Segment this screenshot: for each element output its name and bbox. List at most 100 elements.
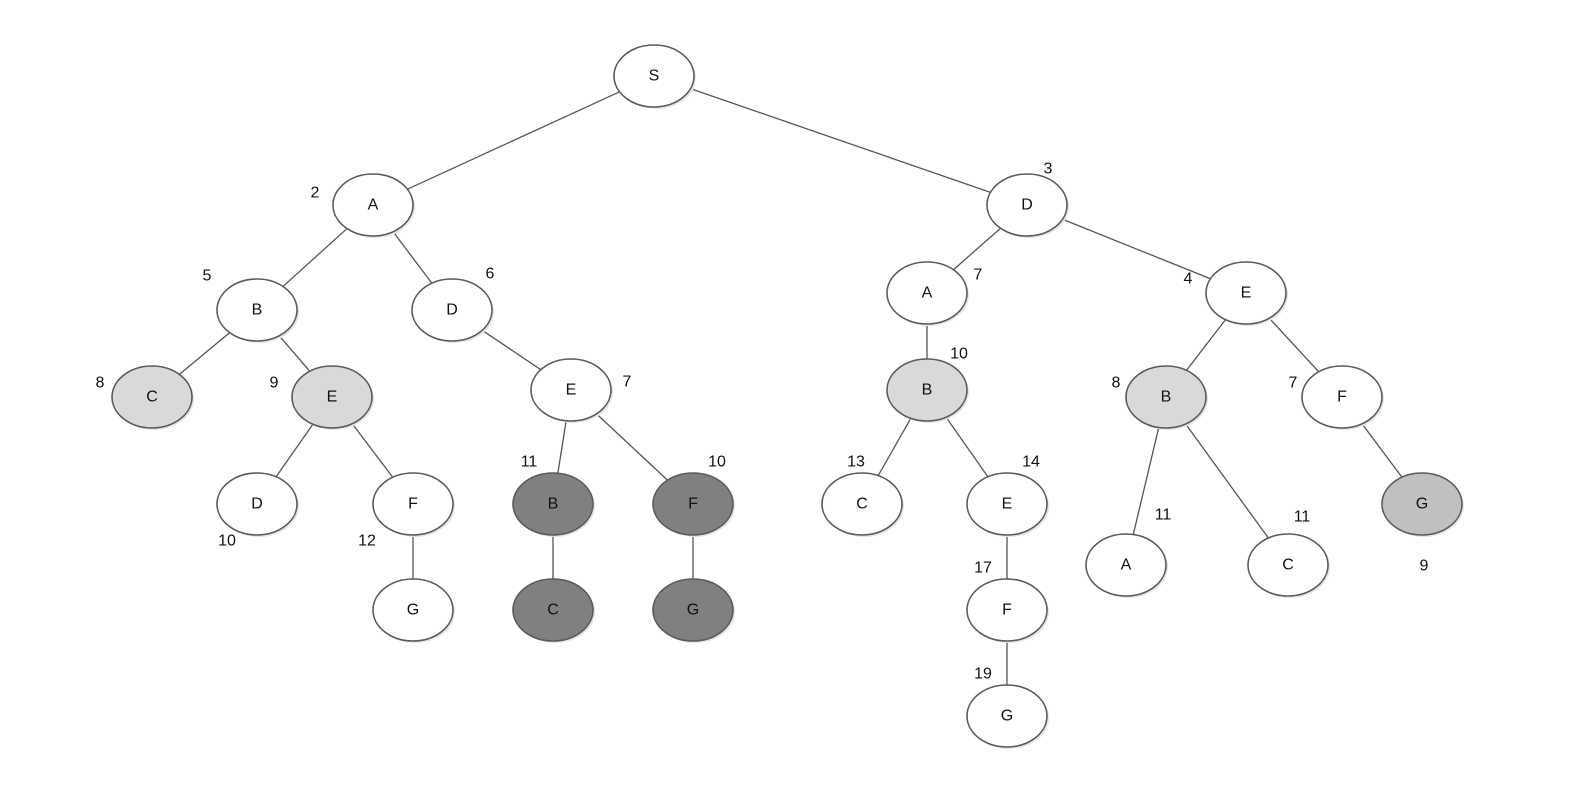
node-ellipse xyxy=(986,173,1068,237)
tree-edge-e3-f4 xyxy=(1268,317,1320,373)
tree-edge-e1-d3 xyxy=(275,423,314,478)
tree-edge-e3-b4 xyxy=(1185,319,1227,371)
tree-edge-a1-d2 xyxy=(392,231,433,284)
tree-edge-b1-c1 xyxy=(178,332,231,375)
node-label: B xyxy=(1161,389,1172,406)
tree-node-c: C xyxy=(1247,533,1330,598)
node-label: E xyxy=(1002,496,1013,513)
cost-label: 12 xyxy=(358,533,376,550)
node-label: D xyxy=(251,496,263,513)
tree-nodes: S A D B D C E E D F G B F C G A E B C E F G B F A C G xyxy=(111,44,1464,749)
cost-label: 11 xyxy=(1294,509,1311,526)
node-label: F xyxy=(408,496,418,513)
node-ellipse xyxy=(886,358,968,422)
cost-label: 9 xyxy=(1420,558,1429,575)
node-label: G xyxy=(407,602,419,619)
tree-node-c: C xyxy=(111,365,194,430)
cost-label: 5 xyxy=(203,268,212,285)
node-label: G xyxy=(687,602,699,619)
cost-label: 2 xyxy=(311,185,320,202)
tree-node-b: B xyxy=(1125,365,1208,430)
node-label: F xyxy=(1002,602,1012,619)
node-ellipse xyxy=(1125,365,1207,429)
node-label: D xyxy=(1021,197,1033,214)
node-ellipse xyxy=(512,578,594,642)
node-label: B xyxy=(252,302,263,319)
tree-edge-e1-f1 xyxy=(351,423,394,478)
tree-node-s: S xyxy=(613,44,696,109)
cost-label: 8 xyxy=(96,375,105,392)
node-label: F xyxy=(688,496,698,513)
tree-edge-e2-b2 xyxy=(557,420,567,474)
tree-edge-d2-e2 xyxy=(481,329,542,371)
tree-edge-s-a1 xyxy=(407,91,620,190)
tree-edge-b3-e4 xyxy=(945,416,989,478)
node-label: C xyxy=(146,389,158,406)
node-label: B xyxy=(548,496,559,513)
node-ellipse xyxy=(291,365,373,429)
tree-node-g: G xyxy=(1381,472,1464,537)
cost-label: 3 xyxy=(1044,161,1053,178)
node-ellipse xyxy=(886,261,968,325)
tree-edge-e2-f2 xyxy=(596,413,668,481)
node-ellipse xyxy=(216,472,298,536)
cost-label: 9 xyxy=(270,375,279,392)
node-ellipse xyxy=(111,365,193,429)
node-ellipse xyxy=(652,578,734,642)
cost-label: 8 xyxy=(1112,375,1121,392)
node-ellipse xyxy=(1205,261,1287,325)
node-ellipse xyxy=(1381,472,1463,536)
node-label: A xyxy=(1121,557,1132,574)
node-label: C xyxy=(1282,557,1294,574)
tree-node-d: D xyxy=(216,472,299,537)
tree-edge-b4-a3 xyxy=(1132,427,1160,535)
tree-edges xyxy=(178,88,1403,685)
node-ellipse xyxy=(652,472,734,536)
tree-node-f: F xyxy=(966,578,1049,643)
node-label: A xyxy=(922,285,933,302)
node-label: B xyxy=(922,382,933,399)
node-label: C xyxy=(856,496,868,513)
cost-label: 10 xyxy=(708,454,726,471)
tree-node-c: C xyxy=(512,578,595,643)
cost-label: 13 xyxy=(847,454,865,471)
tree-node-g: G xyxy=(652,578,735,643)
tree-node-e: E xyxy=(1205,261,1288,326)
node-label: F xyxy=(1337,389,1347,406)
tree-node-f: F xyxy=(372,472,455,537)
node-ellipse xyxy=(1085,533,1167,597)
node-label: G xyxy=(1001,708,1013,725)
node-ellipse xyxy=(613,44,695,108)
tree-node-e: E xyxy=(291,365,374,430)
node-ellipse xyxy=(332,173,414,237)
tree-node-e: E xyxy=(966,472,1049,537)
node-label: S xyxy=(649,68,660,85)
node-label: E xyxy=(566,382,577,399)
tree-edge-b3-c3 xyxy=(877,418,912,476)
node-ellipse xyxy=(372,472,454,536)
node-ellipse xyxy=(530,358,612,422)
cost-label: 11 xyxy=(521,454,538,471)
tree-node-e: E xyxy=(530,358,613,423)
cost-label: 10 xyxy=(218,533,236,550)
cost-label: 19 xyxy=(974,666,992,683)
node-label: C xyxy=(547,602,559,619)
tree-node-f: F xyxy=(652,472,735,537)
node-ellipse xyxy=(966,578,1048,642)
cost-label: 7 xyxy=(1289,375,1298,392)
node-ellipse xyxy=(1247,533,1329,597)
node-ellipse xyxy=(966,684,1048,748)
tree-node-a: A xyxy=(332,173,415,238)
tree-node-b: B xyxy=(886,358,969,423)
node-label: E xyxy=(327,389,338,406)
node-ellipse xyxy=(372,578,454,642)
cost-label: 6 xyxy=(486,266,495,283)
node-label: D xyxy=(446,302,458,319)
tree-node-d: D xyxy=(411,278,494,343)
node-label: E xyxy=(1241,285,1252,302)
node-label: A xyxy=(368,197,379,214)
tree-node-g: G xyxy=(966,684,1049,749)
tree-node-a: A xyxy=(886,261,969,326)
tree-node-a: A xyxy=(1085,533,1168,598)
